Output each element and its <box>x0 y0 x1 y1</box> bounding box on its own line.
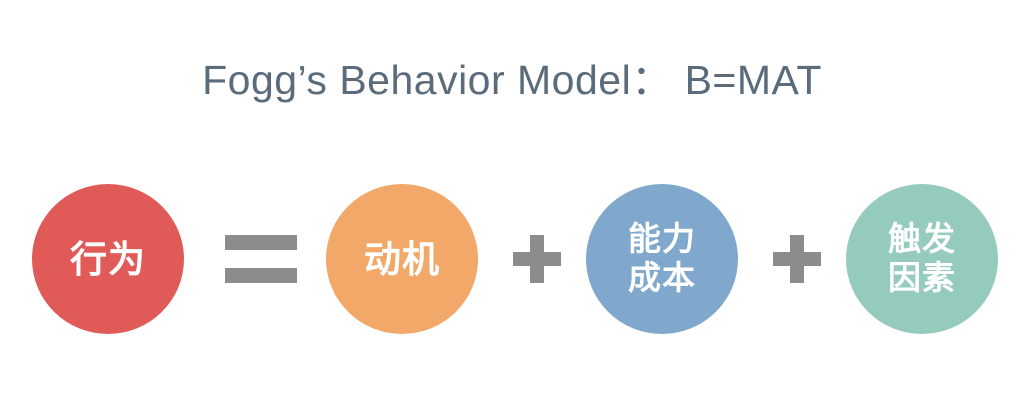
node-trigger-label-line-1: 触发 <box>888 220 956 258</box>
operator-plus-2 <box>760 184 834 334</box>
node-behavior-label-line-1: 行为 <box>70 238 146 280</box>
plus-icon-bar-vertical <box>790 235 804 283</box>
equals-icon-bar-bottom <box>225 268 297 283</box>
equals-icon-bar-top <box>225 235 297 250</box>
plus-icon <box>773 235 821 283</box>
node-ability-label-line-2: 成本 <box>628 259 696 296</box>
operator-plus-1 <box>500 184 574 334</box>
operator-equals <box>224 184 298 334</box>
node-trigger-label-line-2: 因素 <box>888 259 956 296</box>
equals-icon <box>225 235 297 283</box>
node-ability[interactable]: 能力 成本 <box>586 184 738 334</box>
node-motivation-label-line-1: 动机 <box>364 238 440 280</box>
equation-diagram: 行为 动机 能力 成本 <box>0 184 1024 336</box>
page-title: Fogg’s Behavior Model： B=MAT <box>202 57 822 103</box>
node-behavior[interactable]: 行为 <box>32 184 184 334</box>
node-motivation[interactable]: 动机 <box>326 184 478 334</box>
plus-icon-bar-vertical <box>530 235 544 283</box>
plus-icon <box>513 235 561 283</box>
node-ability-label-line-1: 能力 <box>628 220 696 258</box>
node-trigger[interactable]: 触发 因素 <box>846 184 998 334</box>
